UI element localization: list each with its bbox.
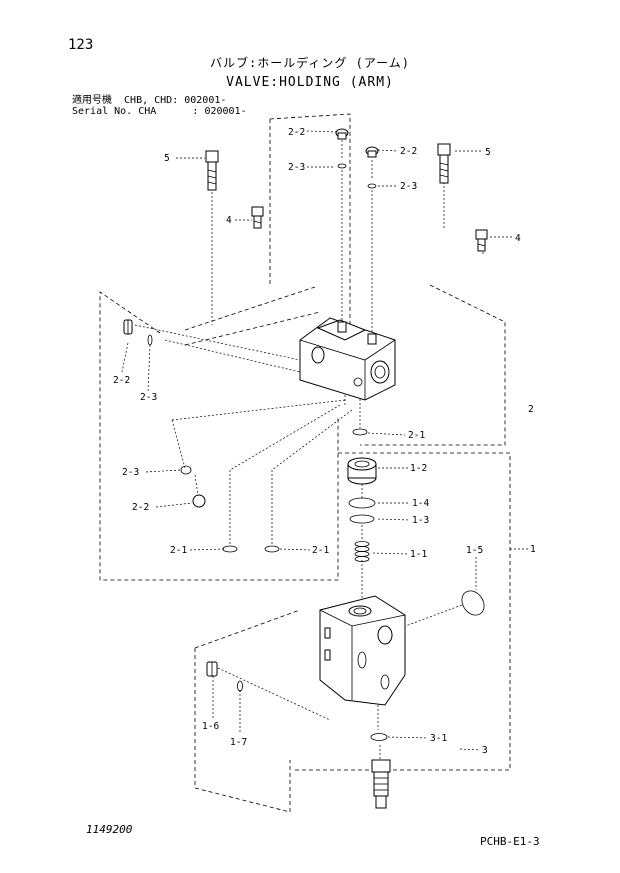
o-ring-2-3-right-icon	[367, 183, 377, 189]
o-ring-3-1-icon	[370, 733, 388, 741]
callout-2-2-top: 2-2	[288, 127, 305, 138]
plug-2-2-lower-icon	[192, 494, 206, 508]
callout-2-3-right: 2-3	[400, 181, 417, 192]
o-ring-1-5-icon	[461, 590, 485, 616]
callout-2-3-lower: 2-3	[122, 467, 139, 478]
callout-2-2-lower: 2-2	[132, 502, 149, 513]
callout-1-3: 1-3	[412, 515, 429, 526]
plug-2-2-side-icon	[123, 319, 133, 335]
plug-2-2-top-icon	[335, 128, 349, 140]
callout-1-2: 1-2	[410, 463, 427, 474]
callout-3-1: 3-1	[430, 733, 447, 744]
callout-2: 2	[528, 404, 534, 415]
holding-valve-body-icon	[299, 317, 396, 401]
callout-1-6: 1-6	[202, 721, 219, 732]
page-number: 123	[68, 37, 94, 53]
callout-1-1: 1-1	[410, 549, 427, 560]
o-ring-2-3-top-icon	[337, 163, 347, 169]
callout-5-left: 5	[164, 153, 170, 164]
o-ring-2-3-lower-icon	[180, 465, 192, 475]
leader-lines	[134, 140, 484, 760]
bolt-5-right-icon	[437, 143, 451, 184]
o-ring-1-7-icon	[237, 680, 243, 692]
o-ring-1-3-icon	[349, 514, 375, 524]
callout-4-right: 4	[515, 233, 521, 244]
title-english: VALVE:HOLDING (ARM)	[226, 75, 394, 90]
callout-4-left: 4	[226, 215, 232, 226]
diagram-number: 1149200	[86, 823, 133, 836]
callout-1-7: 1-7	[230, 737, 247, 748]
serial-number-range: Serial No. CHA : 020001-	[72, 106, 247, 117]
callout-1-4: 1-4	[412, 498, 429, 509]
poppet-1-2-icon	[347, 457, 377, 485]
callout-3: 3	[482, 745, 488, 756]
page-code: PCHB-E1-3	[480, 835, 540, 848]
callout-2-1-right: 2-1	[312, 545, 329, 556]
assembly-2-boundary	[99, 113, 506, 581]
callout-1-5: 1-5	[466, 545, 483, 556]
bolt-4-left-icon	[251, 206, 264, 229]
callout-1: 1	[530, 544, 536, 555]
plug-1-6-icon	[206, 661, 218, 677]
bolt-5-left-icon	[205, 150, 219, 191]
plug-3-icon	[371, 759, 391, 809]
callout-2-3-side: 2-3	[140, 392, 157, 403]
o-ring-2-1-right-icon	[264, 545, 280, 553]
bolt-4-right-icon	[475, 229, 488, 252]
callout-2-2-right: 2-2	[400, 146, 417, 157]
valve-body-icon	[319, 595, 406, 706]
callout-2-3-top: 2-3	[288, 162, 305, 173]
assembly-1-boundary	[194, 452, 511, 813]
callout-2-1-left: 2-1	[170, 545, 187, 556]
o-ring-2-1-main-icon	[352, 428, 368, 436]
o-ring-2-1-left-icon	[222, 545, 238, 553]
callout-2-1-main: 2-1	[408, 430, 425, 441]
plug-2-2-right-icon	[365, 146, 379, 158]
title-japanese: バルブ:ホールディング (アーム)	[210, 56, 410, 70]
applicable-models: 適用号機 CHB, CHD: 002001-	[72, 95, 227, 106]
spring-1-1-icon	[354, 541, 370, 562]
backup-ring-1-4-icon	[348, 497, 376, 509]
callout-5-right: 5	[485, 147, 491, 158]
callout-leaders	[121, 130, 528, 751]
callout-2-2-side: 2-2	[113, 375, 130, 386]
o-ring-2-3-side-icon	[147, 334, 153, 346]
